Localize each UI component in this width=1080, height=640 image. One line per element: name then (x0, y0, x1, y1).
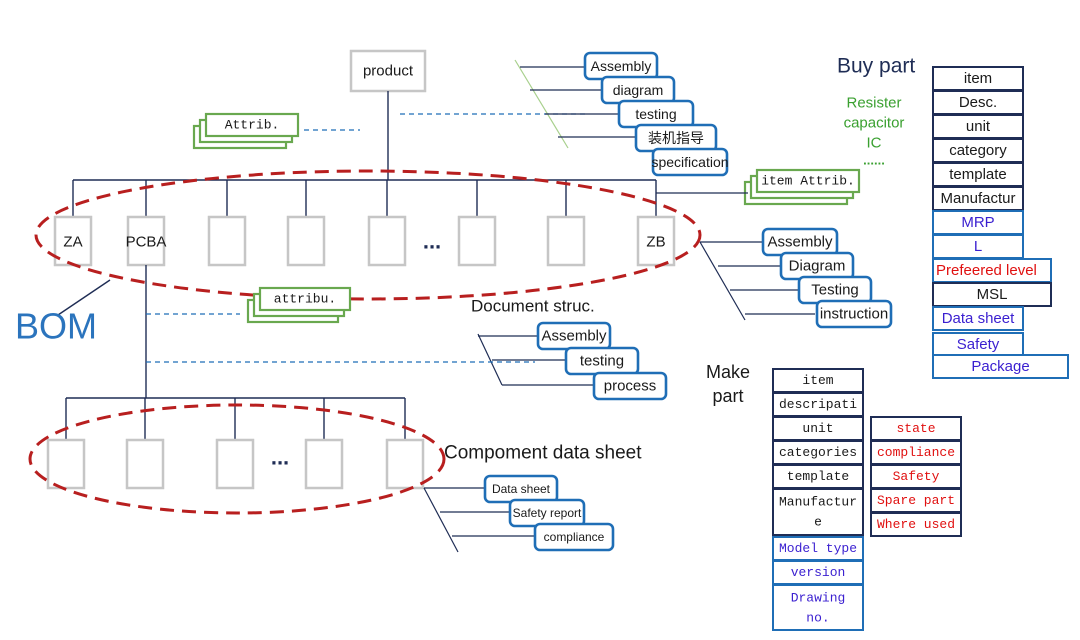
make-part-field-label: Manufactur (779, 495, 857, 510)
level1-node-label: PCBA (126, 234, 167, 251)
cds-label: compliance (544, 530, 605, 544)
product-doc-label: Assembly (591, 58, 652, 74)
make-part-extra-field (870, 512, 962, 537)
make-part-field-label: template (787, 469, 849, 484)
doc-struc-label: process (604, 378, 657, 395)
buy-part-field-label: Safety (957, 336, 1000, 353)
buy-part-field-label: category (949, 142, 1007, 159)
make-part-field-label: e (814, 515, 822, 530)
doc-struc-label: testing (580, 353, 624, 370)
product-doc-label: testing (635, 106, 676, 122)
buy-part-field-label: MSL (977, 286, 1008, 303)
product-doc-label: diagram (613, 82, 664, 98)
doc-struc-box (592, 371, 668, 401)
buy-part-field (932, 354, 1069, 379)
buy-part-field-label: Data sheet (942, 310, 1015, 327)
make-part-extra-field-label: Where used (877, 517, 955, 532)
level1-node-label: ZB (646, 234, 665, 251)
component-data-sheet-title: Compoment data sheet (444, 443, 642, 464)
cds-box (533, 522, 615, 552)
bom-level1-group-outline (34, 169, 702, 301)
item-attrib-stack-sheet (755, 168, 861, 194)
make-part-field-label: categories (779, 445, 857, 460)
make-part-field-label: descripati (779, 397, 857, 412)
cds-label: Data sheet (492, 482, 551, 496)
zb-doc-label: Diagram (789, 258, 846, 275)
zb-doc-label: Testing (811, 282, 859, 299)
buy-part-field-label: Manufactur (940, 190, 1015, 207)
attrib-stack-sheet (204, 112, 300, 138)
level1-node-label: ZA (63, 234, 82, 251)
make-part-extra-field-label: Spare part (877, 493, 955, 508)
buy-part-field-label: Desc. (959, 94, 997, 111)
pcba-attrib-stack-label: attribu. (274, 292, 336, 307)
buy-part-field (932, 306, 1024, 331)
buy-part-title: Buy part (837, 55, 915, 78)
product-doc-label: 装机指导 (648, 130, 704, 146)
product-doc-box (651, 147, 729, 177)
product-doc-label: specification (651, 154, 728, 170)
product-doc-divider (514, 59, 569, 149)
make-part-title: part (712, 386, 743, 406)
pcba-attrib-stack-sheet (258, 286, 352, 312)
doc-struc-label: Assembly (541, 328, 607, 345)
item-attrib-stack-label: item Attrib. (761, 174, 855, 189)
level1-node (286, 215, 326, 267)
make-part-field-label: version (791, 565, 846, 580)
buy-part-field-label: template (949, 166, 1007, 183)
buy-part-field-label: MRP (961, 214, 994, 231)
bom-label: BOM (15, 306, 97, 347)
level2-node (304, 438, 344, 490)
document-structure-title: Document struc. (471, 297, 595, 316)
level1-ellipsis: ... (423, 229, 441, 254)
level2-node (385, 438, 425, 490)
zb-doc-bracket (699, 241, 746, 321)
cds-label: Safety report (513, 506, 582, 520)
make-part-field-label: unit (802, 421, 833, 436)
level1-node (546, 215, 586, 267)
level2-node (125, 438, 165, 490)
buy-part-field-label: Package (971, 358, 1029, 375)
level1-node (636, 215, 676, 267)
buy-part-example: ...... (863, 153, 885, 168)
attrib-stack-label: Attrib. (225, 118, 280, 133)
make-part-title: Make (706, 362, 750, 382)
make-part-extra-field-label: Safety (893, 469, 940, 484)
make-part-field-label: Model type (779, 541, 857, 556)
zb-doc-label: instruction (820, 306, 888, 323)
make-part-field-label: Drawing (791, 591, 846, 606)
make-part-extra-field-label: compliance (877, 445, 955, 460)
level2-node (46, 438, 86, 490)
buy-part-field-label: Prefeered level (936, 262, 1037, 279)
buy-part-example: Resister (846, 95, 901, 112)
bom-pointer (57, 279, 111, 316)
zb-doc-box (815, 299, 893, 329)
buy-part-example: capacitor (844, 115, 905, 132)
level1-node (207, 215, 247, 267)
zb-doc-label: Assembly (767, 234, 833, 251)
make-part-field (772, 584, 864, 631)
level1-node (457, 215, 497, 267)
level2-ellipsis: ... (271, 445, 289, 470)
doc-struc-bracket (477, 333, 503, 386)
level1-node (53, 215, 93, 267)
buy-part-field-label: unit (966, 118, 991, 135)
make-part-field (772, 488, 864, 536)
level1-node (126, 215, 166, 267)
bom-level2-group-outline (28, 403, 446, 515)
product-label: product (363, 63, 414, 80)
make-part-field-label: item (802, 373, 833, 388)
make-part-field-label: no. (806, 611, 829, 626)
make-part-extra-field-label: state (896, 421, 935, 436)
cds-bracket (423, 487, 459, 553)
level1-node (367, 215, 407, 267)
level2-node (215, 438, 255, 490)
buy-part-field-label: item (964, 70, 992, 87)
buy-part-example: IC (867, 135, 882, 152)
buy-part-field-label: L (974, 238, 982, 255)
